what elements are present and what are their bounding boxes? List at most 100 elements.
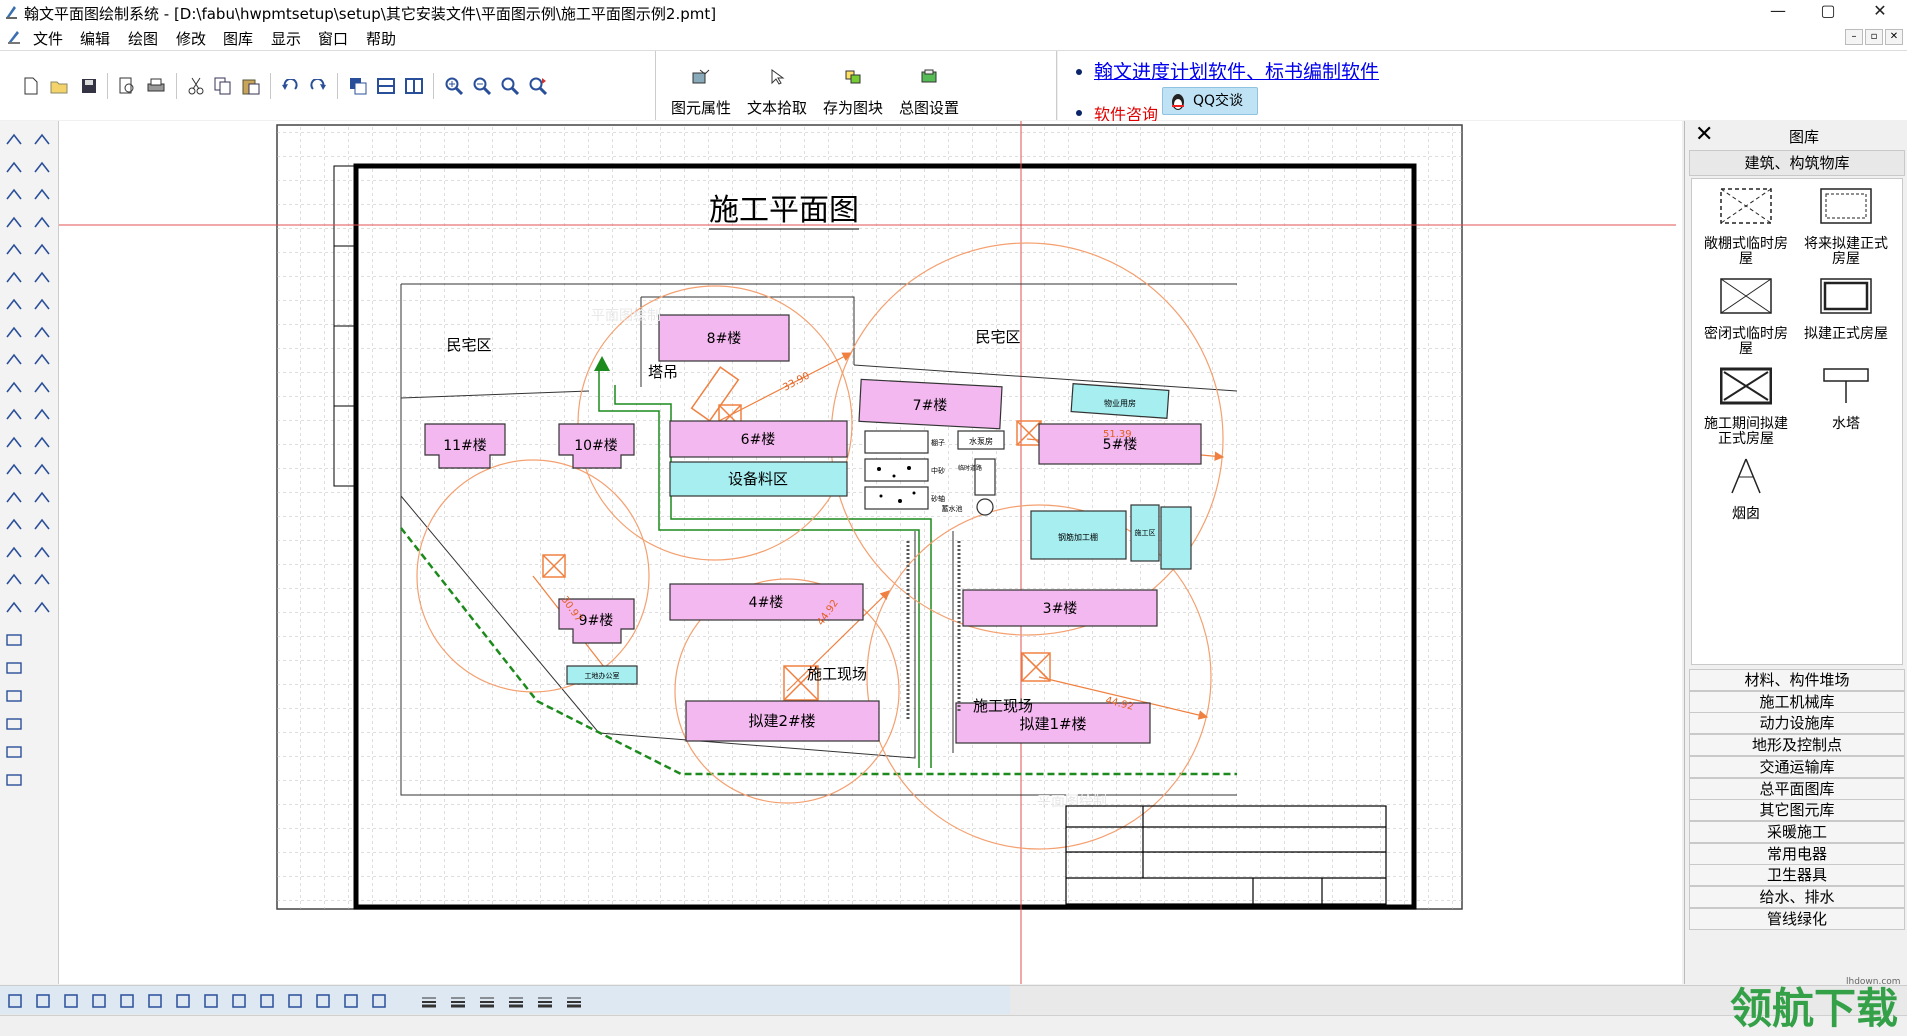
mdi-close-button[interactable]: ✕ [1885, 29, 1903, 45]
ellipse-icon[interactable] [2, 403, 26, 427]
fill-color-icon[interactable] [534, 990, 556, 1012]
text-pick-button[interactable]: 文本拾取 [744, 63, 810, 117]
zoom-realtime-icon[interactable] [527, 75, 549, 97]
angle-icon[interactable] [30, 513, 54, 537]
category-button[interactable]: 给水、排水 [1689, 886, 1905, 908]
scale-icon[interactable] [116, 990, 138, 1012]
pencil-icon[interactable] [2, 183, 26, 207]
shadow-icon[interactable] [563, 990, 585, 1012]
category-button[interactable]: 卫生器具 [1689, 864, 1905, 887]
category-button[interactable]: 总平面图库 [1689, 777, 1905, 800]
category-buildings[interactable]: 建筑、构筑物库 [1689, 150, 1905, 176]
clock-icon[interactable] [2, 376, 26, 400]
dim-line-icon[interactable] [30, 156, 54, 180]
item-chimney[interactable]: 烟囱 [1700, 453, 1792, 537]
layer-back-icon[interactable] [375, 75, 397, 97]
pen-color-icon[interactable] [476, 990, 498, 1012]
item-water-tower[interactable]: 水塔 [1800, 363, 1892, 447]
break-icon[interactable] [256, 990, 278, 1012]
item-planned-formal-house[interactable]: 拟建正式房屋 [1800, 273, 1892, 357]
offset-icon[interactable] [172, 990, 194, 1012]
stretch-icon[interactable] [32, 990, 54, 1012]
select-arrow-icon[interactable] [2, 128, 26, 152]
text-icon[interactable] [2, 541, 26, 565]
item-future-planned-house[interactable]: 将来拟建正式房屋 [1800, 183, 1892, 267]
category-button[interactable]: 采暖施工 [1689, 820, 1905, 843]
mdi-minimize-button[interactable]: – [1845, 29, 1863, 45]
menu-view[interactable]: 显示 [271, 30, 302, 48]
zoom-window-icon[interactable] [499, 75, 521, 97]
element-properties-button[interactable]: 图元属性 [668, 63, 734, 117]
hatch-icon[interactable] [30, 183, 54, 207]
align-icon[interactable] [144, 990, 166, 1012]
menu-window[interactable]: 窗口 [318, 30, 349, 48]
undo-icon[interactable] [279, 75, 301, 97]
print-icon[interactable] [145, 75, 167, 97]
menu-draw[interactable]: 绘图 [128, 30, 159, 48]
category-button[interactable]: 动力设施库 [1689, 712, 1905, 735]
save-block-button[interactable]: 存为图块 [820, 63, 886, 117]
round-rect-icon[interactable] [2, 321, 26, 345]
rotate-icon[interactable] [60, 990, 82, 1012]
mirror-icon[interactable] [88, 990, 110, 1012]
menu-file[interactable]: 文件 [33, 30, 64, 48]
connector-icon[interactable] [2, 628, 26, 652]
cloud-icon[interactable] [2, 458, 26, 482]
move-icon[interactable] [4, 990, 26, 1012]
minimize-button[interactable]: — [1770, 1, 1786, 20]
layer-front-icon[interactable] [347, 75, 369, 97]
half-circle-icon[interactable] [2, 431, 26, 455]
redo-icon[interactable] [307, 75, 329, 97]
mdi-restore-button[interactable]: ▫ [1865, 29, 1883, 45]
wave-icon[interactable] [30, 403, 54, 427]
figure-icon[interactable] [2, 568, 26, 592]
tool-icon[interactable] [2, 486, 26, 510]
measure-tool-icon[interactable] [284, 990, 306, 1012]
circle-icon[interactable] [30, 293, 54, 317]
branch-icon[interactable] [30, 596, 54, 620]
close-icon[interactable]: ✕ [1695, 122, 1714, 147]
maximize-button[interactable]: ▢ [1820, 1, 1836, 20]
measure-icon[interactable] [30, 486, 54, 510]
layer-icon[interactable] [312, 990, 334, 1012]
item-open-shed-temp-house[interactable]: 敞棚式临时房屋 [1700, 183, 1792, 267]
open-folder-icon[interactable] [48, 75, 70, 97]
zoom-in-icon[interactable] [443, 75, 465, 97]
gate-icon[interactable] [30, 238, 54, 262]
line-style-icon[interactable] [418, 990, 440, 1012]
brush-icon[interactable] [2, 513, 26, 537]
block-grid-icon[interactable] [2, 596, 26, 620]
copy-icon[interactable] [212, 75, 234, 97]
category-button[interactable]: 施工机械库 [1689, 690, 1905, 713]
node-icon[interactable] [30, 211, 54, 235]
menu-library[interactable]: 图库 [223, 30, 254, 48]
menu-edit[interactable]: 编辑 [80, 30, 111, 48]
drawing-canvas[interactable]: 施工平面图 民宅区 民宅区 塔吊 施工现场 施工现场 8#楼 7#楼 6#楼 1… [59, 121, 1682, 984]
arc-icon[interactable] [2, 238, 26, 262]
line-icon[interactable] [2, 156, 26, 180]
category-button[interactable]: 常用电器 [1689, 842, 1905, 865]
menu-help[interactable]: 帮助 [366, 30, 397, 48]
circle-outline-icon[interactable] [2, 740, 26, 764]
print-preview-icon[interactable] [116, 75, 138, 97]
array-icon[interactable] [200, 990, 222, 1012]
pipe-icon[interactable] [30, 266, 54, 290]
tag-icon[interactable] [30, 431, 54, 455]
line-width-icon[interactable] [447, 990, 469, 1012]
hexagon-icon[interactable] [2, 348, 26, 372]
menu-modify[interactable]: 修改 [176, 30, 207, 48]
close-button[interactable]: ✕ [1873, 1, 1887, 20]
block-insert-icon[interactable] [340, 990, 362, 1012]
fill-pattern-icon[interactable] [505, 990, 527, 1012]
rect-outline-icon[interactable] [2, 656, 26, 680]
fence-icon[interactable] [30, 458, 54, 482]
consult-link[interactable]: 软件咨询 [1094, 105, 1159, 124]
fit-icon[interactable] [368, 990, 390, 1012]
polygon-rect-icon[interactable] [30, 321, 54, 345]
split-view-icon[interactable] [403, 75, 425, 97]
cut-icon[interactable] [185, 75, 207, 97]
site-settings-button[interactable]: 总图设置 [896, 63, 962, 117]
rect-icon[interactable] [2, 293, 26, 317]
category-button[interactable]: 材料、构件堆场 [1689, 669, 1905, 691]
save-icon[interactable] [78, 75, 100, 97]
